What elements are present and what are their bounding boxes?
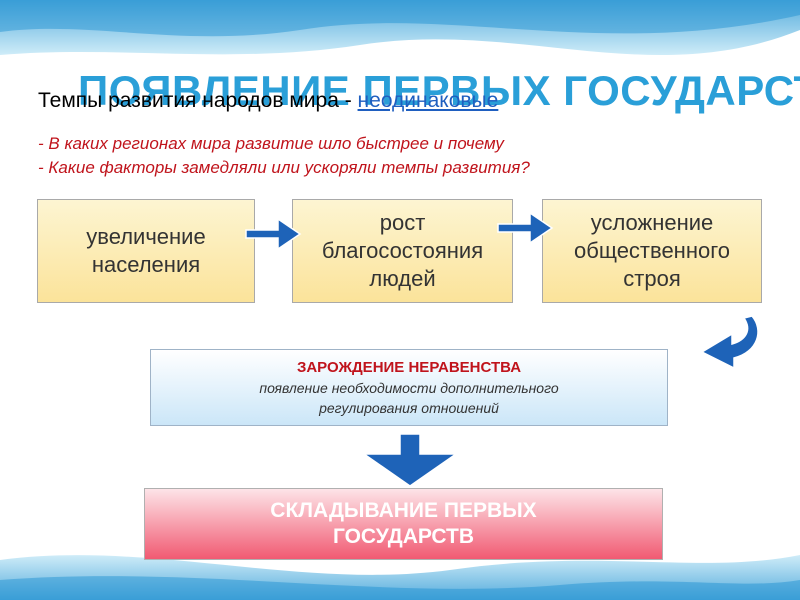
step-2-line-3: людей	[369, 266, 436, 291]
inequality-title: ЗАРОЖДЕНИЕ НЕРАВЕНСТВА	[296, 358, 522, 376]
arrow-down-icon	[361, 433, 459, 487]
step-1-line-2: населения	[91, 252, 201, 277]
step-population-growth: увеличение населения	[37, 199, 255, 303]
arrow-right-icon	[497, 211, 554, 245]
step-1-line-1: увеличение	[86, 224, 206, 249]
step-3-line-1: усложнение	[590, 210, 714, 235]
inequality-box: ЗАРОЖДЕНИЕ НЕРАВЕНСТВА появление необход…	[150, 349, 668, 426]
question-2: - Какие факторы замедляли или ускоряли т…	[38, 158, 530, 177]
step-social-complexity: усложнение общественного строя	[542, 199, 762, 303]
step-2-line-1: рост	[379, 210, 426, 235]
step-3-line-2: общественного	[574, 238, 730, 263]
inequality-line-2: регулирования отношений	[319, 399, 499, 416]
subtitle-highlight: неодинаковые	[357, 89, 499, 112]
step-3-line-3: строя	[623, 266, 681, 291]
step-2-line-2: благосостояния	[321, 238, 484, 263]
result-box: СКЛАДЫВАНИЕ ПЕРВЫХ ГОСУДАРСТВ	[144, 488, 663, 560]
arrow-right-icon	[245, 217, 302, 251]
subtitle-prefix: Темпы развития народов мира -	[38, 89, 358, 112]
subtitle: Темпы развития народов мира - неодинаков…	[38, 88, 498, 114]
step-wellbeing-growth: рост благосостояния людей	[292, 199, 513, 303]
inequality-line-1: появление необходимости дополнительного	[259, 379, 559, 396]
question-1: - В каких регионах мира развитие шло быс…	[38, 134, 504, 153]
page-title: ПОЯВЛЕНИЕ ПЕРВЫХ ГОСУДАРСТВ	[78, 67, 800, 114]
curved-arrow-icon	[700, 315, 759, 370]
result-line-2: ГОСУДАРСТВ	[332, 525, 475, 548]
result-line-1: СКЛАДЫВАНИЕ ПЕРВЫХ	[270, 499, 537, 522]
